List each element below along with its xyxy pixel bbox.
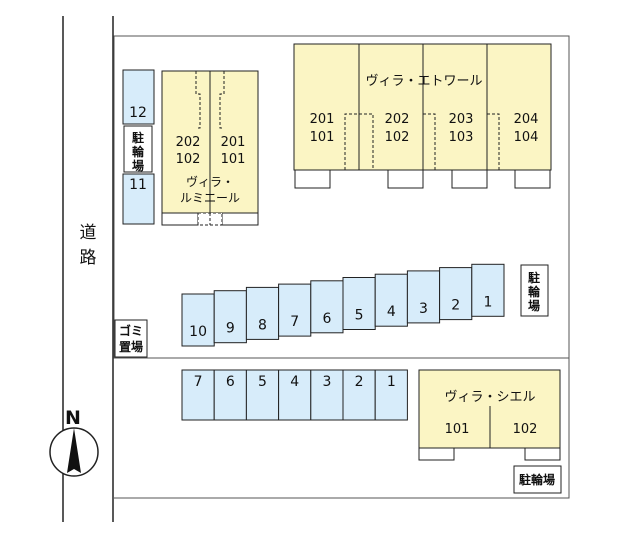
parking-space-label: 4 (290, 374, 299, 390)
parking-space (181, 369, 215, 421)
parking-space-label: 2 (451, 298, 460, 314)
north-compass: N (49, 407, 99, 477)
building-villa-lumiere (161, 70, 259, 226)
parking-space (342, 369, 376, 421)
parking-space-label: 2 (355, 374, 364, 390)
parking-space (245, 369, 280, 421)
parking-space (374, 369, 408, 421)
parking-12-label: 12 (129, 105, 147, 121)
bike-parking-right-2: 輪 (528, 284, 541, 299)
parking-space-label: 4 (387, 304, 396, 320)
parking-space-label: 3 (419, 301, 428, 317)
bike-parking-bottom-label: 駐輪場 (519, 472, 555, 487)
parking-space-label: 1 (483, 294, 492, 310)
building-villa-etoile (293, 43, 552, 189)
parking-space-label: 7 (194, 374, 203, 390)
parking-space (406, 270, 441, 324)
villa-lumiere-unit-102: 102 (176, 152, 201, 167)
parking-space (439, 267, 473, 321)
villa-ciel-unit-101: 101 (445, 422, 470, 437)
parking-space-label: 5 (355, 308, 364, 324)
parking-space (310, 280, 344, 334)
parking-space-label: 8 (258, 317, 267, 333)
parking-space (181, 293, 215, 347)
parking-space (278, 369, 312, 421)
bike-parking-left-2: 輪 (132, 144, 145, 159)
road-label-1: 道 (80, 223, 97, 243)
villa-lumiere-name-2: ルミエール (180, 191, 240, 205)
compass-north-label: N (65, 407, 81, 429)
parking-space (278, 283, 312, 337)
villa-etoile-unit-203: 203 (449, 112, 474, 127)
parking-space (245, 286, 280, 340)
parking-space-label: 1 (387, 374, 396, 390)
parking-space (213, 290, 247, 344)
villa-etoile-unit-103: 103 (449, 130, 474, 145)
villa-etoile-unit-202: 202 (385, 112, 410, 127)
villa-etoile-name: ヴィラ・エトワール (365, 73, 482, 89)
villa-etoile-unit-102: 102 (385, 130, 410, 145)
parking-space-label: 3 (322, 374, 331, 390)
garbage-station (114, 319, 148, 358)
bike-parking-right-3: 場 (528, 298, 540, 313)
parking-space-label: 5 (258, 374, 267, 390)
bike-parking-left-3: 場 (132, 158, 144, 173)
villa-ciel-name: ヴィラ・シエル (444, 389, 535, 405)
villa-lumiere-name-1: ヴィラ・ (186, 174, 234, 189)
parking-space-label: 6 (226, 374, 235, 390)
villa-lumiere-unit-201: 201 (221, 135, 246, 150)
bike-parking-right-1: 駐 (528, 270, 540, 285)
bike-parking-right (520, 264, 549, 317)
villa-etoile-unit-204: 204 (514, 112, 539, 127)
parking-11-label: 11 (129, 177, 147, 193)
villa-etoile-unit-101: 101 (310, 130, 335, 145)
building-villa-ciel (418, 369, 561, 461)
parking-space (471, 263, 505, 317)
bike-parking-left-1: 駐 (132, 130, 144, 145)
garbage-label-1: ゴミ (119, 323, 143, 338)
parking-space-label: 7 (290, 314, 299, 330)
villa-etoile-unit-201: 201 (310, 112, 335, 127)
villa-ciel-unit-102: 102 (513, 422, 538, 437)
garbage-label-2: 置場 (119, 339, 143, 354)
parking-space-label: 9 (226, 321, 235, 337)
parking-space (122, 69, 155, 125)
compass-arrow-icon (67, 428, 81, 473)
villa-etoile-unit-104: 104 (514, 130, 539, 145)
site-lower-boundary (114, 357, 570, 499)
villa-lumiere-unit-202: 202 (176, 135, 201, 150)
villa-lumiere-unit-101: 101 (221, 152, 246, 167)
bike-parking-bottom (513, 465, 562, 494)
parking-space-label: 10 (189, 324, 207, 340)
road-label-2: 路 (80, 248, 97, 268)
bike-parking-left (123, 125, 153, 173)
parking-space (374, 273, 408, 327)
parking-space (122, 173, 155, 225)
parking-space-label: 6 (322, 311, 331, 327)
